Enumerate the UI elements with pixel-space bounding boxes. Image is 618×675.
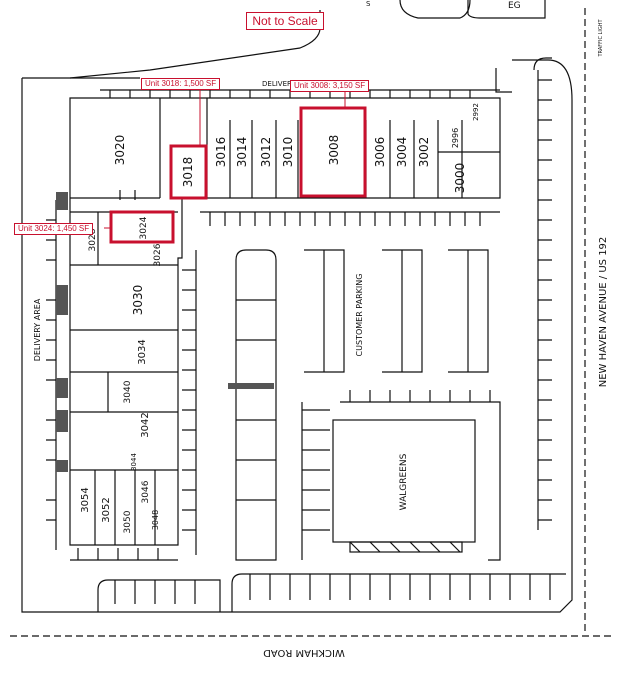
unit-label-3016: 3016 [214, 137, 228, 168]
unit-label-2992: 2992 [472, 103, 480, 121]
shopping-center-outline [69, 97, 501, 546]
unit-label-3034: 3034 [137, 339, 148, 364]
unit-label-3006: 3006 [373, 137, 387, 168]
highlight-unit-3024 [109, 210, 175, 244]
unit-label-3048: 3048 [151, 510, 160, 530]
unit-label-3046: 3046 [141, 480, 151, 503]
unit-label-3002: 3002 [417, 137, 431, 168]
customer-parking-label: CUSTOMER PARKING [355, 274, 364, 357]
unit-label-3000: 3000 [453, 163, 467, 194]
unit-label-3054: 3054 [80, 487, 91, 512]
top-partial-label-right: EG [508, 1, 521, 11]
unit-label-3010: 3010 [281, 137, 295, 168]
east-street-label: NEW HAVEN AVENUE / US 192 [598, 237, 609, 388]
traffic-light-label: TRAFFIC LIGHT [598, 19, 604, 58]
walgreens-label: WALGREENS [399, 453, 409, 510]
unit-label-3030: 3030 [131, 285, 145, 316]
unit-label-3024: 3024 [139, 216, 149, 239]
highlight-unit-3018 [169, 144, 208, 200]
unit-label-3018: 3018 [181, 157, 195, 188]
unit-label-3014: 3014 [235, 137, 249, 168]
unit-label-3040: 3040 [123, 380, 133, 403]
drive-edge [21, 59, 573, 613]
unit-label-3052: 3052 [101, 497, 112, 522]
unit-label-3050: 3050 [123, 510, 133, 533]
unit-label-3008: 3008 [327, 135, 341, 166]
unit-label-3042: 3042 [140, 412, 151, 437]
highlight-unit-3008 [299, 106, 367, 198]
callout-unit-3008: Unit 3008: 3,150 SF [290, 80, 370, 92]
unit-label-3026: 3026 [153, 243, 163, 266]
not-to-scale-note: Not to Scale [246, 12, 324, 30]
unit-label-3020: 3020 [113, 135, 127, 166]
unit-label-3044: 3044 [130, 453, 138, 471]
delivery-area-west-label: DELIVERY AREA [33, 298, 42, 361]
top-partial-label-left: S [366, 0, 371, 8]
unit-label-3012: 3012 [259, 137, 273, 168]
unit-label-3004: 3004 [395, 137, 409, 168]
delivery-area-north-label: DELIVERY AREA [262, 80, 317, 88]
unit-label-2996: 2996 [451, 128, 460, 148]
unit-label-3028: 3028 [88, 228, 98, 251]
south-street-label: WICKHAM ROAD [263, 647, 345, 658]
callout-unit-3018: Unit 3018: 1,500 SF [141, 78, 221, 90]
callout-unit-3024: Unit 3024: 1,450 SF [14, 223, 94, 235]
